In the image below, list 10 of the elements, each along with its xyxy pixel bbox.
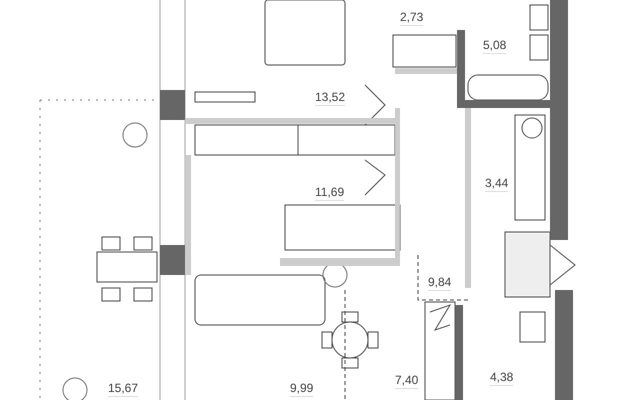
area-label: 9,84 [428,275,452,291]
area-label: 3,44 [485,176,508,192]
area-label: 7,40 [395,373,418,389]
area-label: 9,99 [290,381,314,397]
area-label: 5,08 [483,38,506,54]
area-label: 13,52 [315,90,346,106]
area-label: 15,67 [108,381,138,397]
area-label: 4,38 [490,370,514,386]
area-label: 11,69 [315,185,344,201]
area-label: 2,73 [400,10,424,26]
